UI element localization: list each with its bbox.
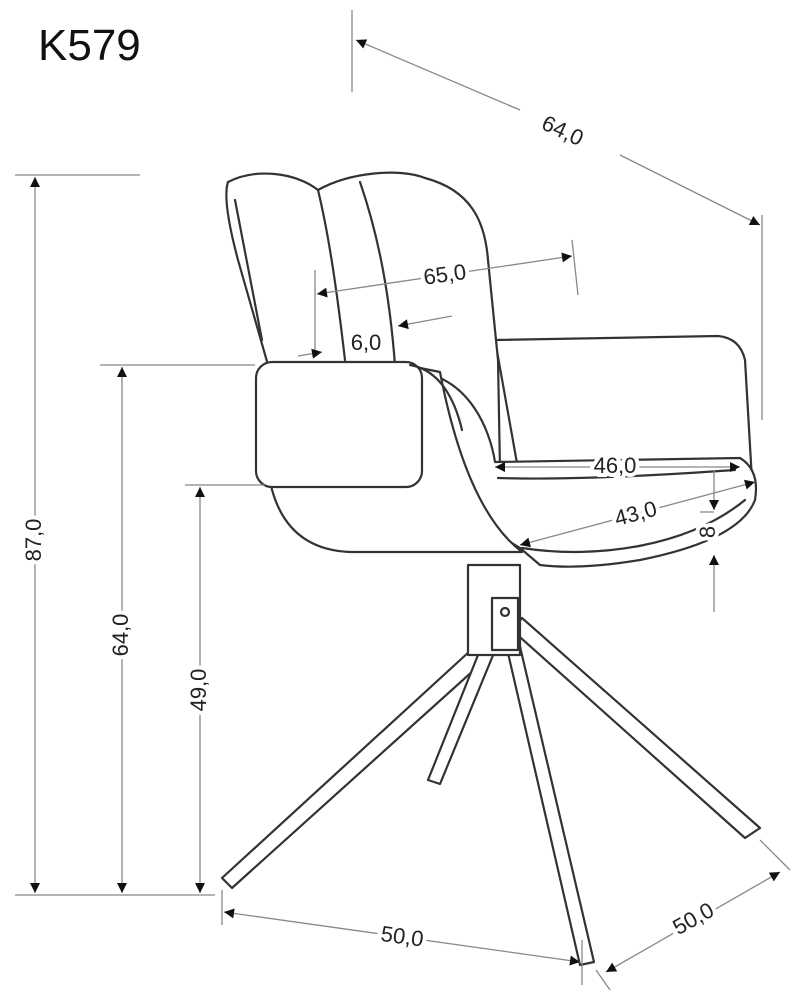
product-code: K579	[38, 21, 141, 70]
seat-height-label: 49,0	[186, 669, 211, 712]
base-width-label: 50,0	[379, 921, 425, 952]
overall-depth-label: 64,0	[538, 110, 587, 151]
dimension-lines	[15, 10, 791, 991]
armrest-pad	[254, 360, 424, 489]
base-depth-label: 50,0	[668, 897, 718, 940]
seat-width-label: 46,0	[594, 453, 637, 478]
far-armrest	[493, 334, 754, 482]
seat-thickness-label: 8	[695, 526, 720, 538]
chair-base	[220, 563, 762, 967]
total-height-label: 87,0	[21, 519, 46, 562]
armrest-height-label: 64,0	[108, 614, 133, 657]
armrest-width-label: 6,0	[351, 330, 382, 355]
chair-drawing	[220, 171, 762, 967]
